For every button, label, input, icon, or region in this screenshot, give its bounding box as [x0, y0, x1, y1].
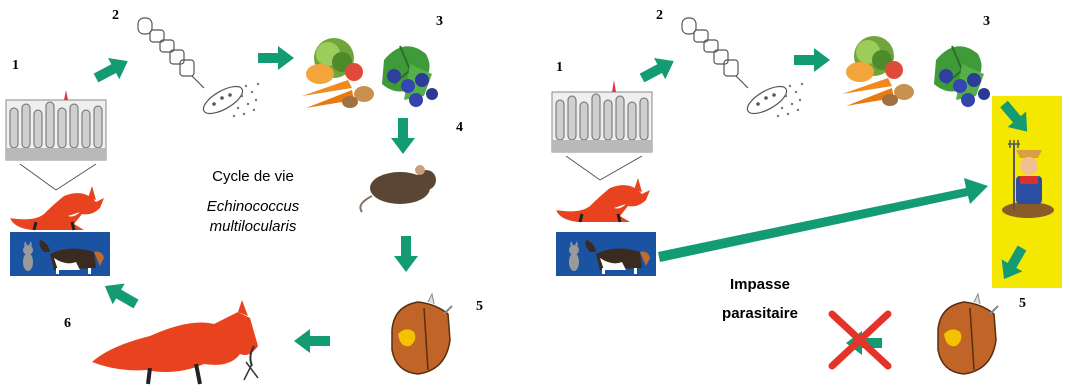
right-arrow-dog-to-human [658, 178, 988, 262]
berries-icon [382, 46, 438, 107]
right-fox-icon [554, 178, 650, 222]
right-dog-cat-panel [556, 232, 656, 276]
arrows-right [636, 48, 988, 355]
arrow-4-to-5 [394, 236, 418, 272]
left-cycle [6, 18, 452, 384]
right-tapeworm-eggs-icon [682, 18, 803, 119]
arrow-5-to-6 [294, 329, 330, 353]
right-worm-in-intestine-icon [612, 80, 616, 92]
arrow-1-to-2 [90, 51, 133, 89]
arrow-3-to-4 [391, 118, 415, 154]
rodent-icon [360, 165, 436, 212]
right-berries-icon [934, 46, 990, 107]
right-arrow-2-to-3 [794, 48, 830, 72]
fox-icon [8, 186, 104, 230]
liver-icon [392, 294, 452, 374]
right-cycle [552, 18, 1062, 374]
right-arrow-1-to-2 [636, 51, 679, 89]
dog-cat-panel [10, 232, 110, 276]
worm-in-intestine-icon [64, 90, 68, 100]
tapeworm-eggs-icon [138, 18, 259, 119]
fox-eating-rodent-icon [92, 300, 258, 384]
intestine-illustration [6, 100, 106, 160]
right-liver-icon [938, 294, 998, 374]
arrow-2-to-3 [258, 46, 294, 70]
vegetables-icon [302, 38, 374, 108]
right-vegetables-icon [842, 36, 914, 106]
arrow-6-to-1 [99, 276, 142, 315]
right-intestine-illustration [552, 92, 652, 152]
